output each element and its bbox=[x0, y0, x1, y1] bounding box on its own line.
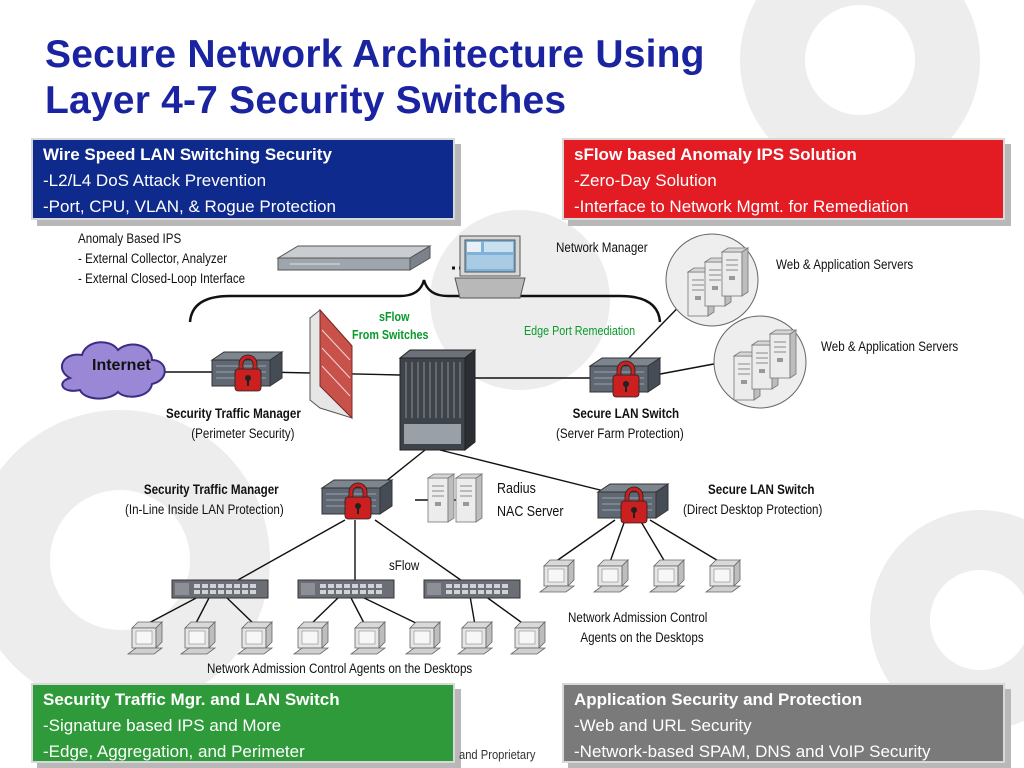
secure-lan-desktop-label: Secure LAN Switch (Direct Desktop Protec… bbox=[683, 480, 822, 520]
stm-inline-label: Security Traffic Manager (In-Line Inside… bbox=[125, 480, 284, 520]
desktop bbox=[180, 621, 216, 655]
label-line: - External Closed-Loop Interface bbox=[78, 271, 246, 286]
secure-lan-server-device bbox=[589, 357, 661, 398]
desktop bbox=[457, 621, 493, 655]
internet-label: Internet bbox=[92, 357, 151, 374]
box-heading: Security Traffic Mgr. and LAN Switch bbox=[43, 690, 340, 709]
sflow-bottom-label: sFlow bbox=[389, 558, 420, 573]
label-sub: (Server Farm Protection) bbox=[556, 426, 684, 441]
desktop bbox=[237, 621, 273, 655]
box-wire-speed: Wire Speed LAN Switching Security -L2/L4… bbox=[31, 138, 455, 220]
box-heading: Application Security and Protection bbox=[574, 690, 863, 709]
server-cluster-1 bbox=[665, 233, 759, 327]
edge-switch-3 bbox=[423, 579, 521, 599]
page-title: Secure Network Architecture Using Layer … bbox=[45, 32, 705, 124]
ips-appliance bbox=[276, 245, 432, 271]
label-line: - External Collector, Analyzer bbox=[78, 251, 228, 266]
desktop bbox=[705, 559, 741, 593]
box-stm-lan: Security Traffic Mgr. and LAN Switch -Si… bbox=[31, 683, 455, 763]
box-item: -L2/L4 DoS Attack Prevention bbox=[43, 171, 267, 190]
label-title: Security Traffic Manager bbox=[143, 482, 279, 497]
box-item: -Interface to Network Mgmt. for Remediat… bbox=[574, 197, 909, 216]
web-servers-label-2: Web & Application Servers bbox=[821, 339, 959, 354]
label-title: Secure LAN Switch bbox=[572, 406, 680, 421]
anomaly-ips-label: Anomaly Based IPS - External Collector, … bbox=[78, 229, 245, 289]
stm-inline-device bbox=[321, 479, 393, 520]
box-item: -Port, CPU, VLAN, & Rogue Protection bbox=[43, 197, 336, 216]
stm-perimeter-label: Security Traffic Manager (Perimeter Secu… bbox=[166, 404, 301, 444]
core-chassis bbox=[398, 348, 477, 452]
desktop bbox=[593, 559, 629, 593]
edge-remediation-label: Edge Port Remediation bbox=[524, 324, 636, 338]
label-title: Secure LAN Switch bbox=[708, 482, 815, 497]
network-manager-laptop bbox=[454, 235, 526, 299]
firewall bbox=[309, 308, 353, 420]
box-item: -Edge, Aggregation, and Perimeter bbox=[43, 742, 305, 761]
desktop bbox=[293, 621, 329, 655]
radius-nac-label: Radius NAC Server bbox=[497, 478, 564, 524]
label-line: NAC Server bbox=[497, 504, 564, 520]
sflow-top-label: sFlow bbox=[379, 310, 410, 324]
label-sub: (Perimeter Security) bbox=[191, 426, 295, 441]
label-line: Radius bbox=[497, 481, 536, 497]
secure-lan-server-label: Secure LAN Switch (Server Farm Protectio… bbox=[556, 404, 684, 444]
secure-lan-desktop-device bbox=[597, 483, 669, 524]
title-line-2: Layer 4-7 Security Switches bbox=[45, 79, 567, 122]
web-servers-label-1: Web & Application Servers bbox=[776, 257, 914, 272]
desktop bbox=[127, 621, 163, 655]
internet-cloud bbox=[60, 341, 166, 400]
footer-fragment: and Proprietary bbox=[459, 747, 536, 762]
box-item: -Web and URL Security bbox=[574, 716, 752, 735]
nac-bottom-label: Network Admission Control Agents on the … bbox=[207, 661, 473, 676]
label-title: Security Traffic Manager bbox=[166, 406, 301, 421]
desktop bbox=[649, 559, 685, 593]
server-cluster-2 bbox=[713, 315, 807, 409]
desktop bbox=[510, 621, 546, 655]
nac-right-label: Network Admission Control Agents on the … bbox=[568, 608, 707, 648]
desktop bbox=[539, 559, 575, 593]
network-manager-label: Network Manager bbox=[556, 240, 648, 255]
box-heading: sFlow based Anomaly IPS Solution bbox=[574, 145, 857, 164]
stm-perimeter-device bbox=[211, 351, 283, 392]
desktop bbox=[350, 621, 386, 655]
radius-servers bbox=[427, 473, 483, 523]
label-sub: (In-Line Inside LAN Protection) bbox=[125, 502, 284, 517]
box-item: -Zero-Day Solution bbox=[574, 171, 717, 190]
edge-switch-2 bbox=[297, 579, 395, 599]
box-item: -Signature based IPS and More bbox=[43, 716, 282, 735]
desktop bbox=[405, 621, 441, 655]
label-line: Network Admission Control bbox=[568, 610, 708, 625]
from-switches-label: From Switches bbox=[352, 328, 429, 342]
box-heading: Wire Speed LAN Switching Security bbox=[43, 145, 332, 164]
label-line: Anomaly Based IPS bbox=[78, 231, 182, 246]
box-sflow-ips: sFlow based Anomaly IPS Solution -Zero-D… bbox=[562, 138, 1005, 220]
label-line: Agents on the Desktops bbox=[580, 630, 704, 645]
box-item: -Network-based SPAM, DNS and VoIP Securi… bbox=[574, 742, 931, 761]
label-sub: (Direct Desktop Protection) bbox=[683, 502, 823, 517]
title-line-1: Secure Network Architecture Using bbox=[45, 33, 705, 76]
edge-switch-1 bbox=[171, 579, 269, 599]
box-app-security: Application Security and Protection -Web… bbox=[562, 683, 1005, 763]
